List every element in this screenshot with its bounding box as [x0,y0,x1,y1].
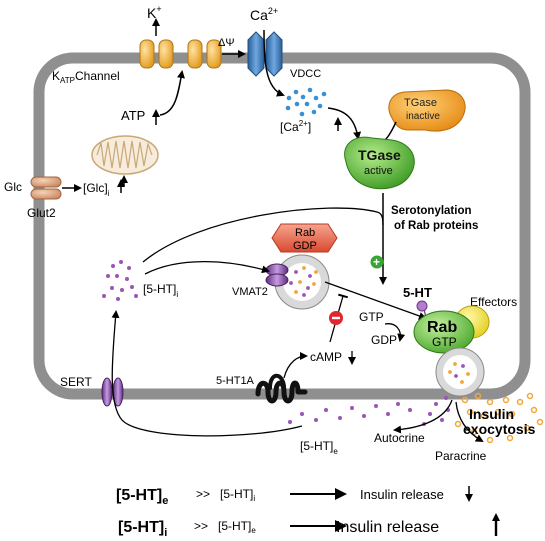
glucose-conc-label: [Glc]i [83,181,110,198]
summary-row1-op: >> [196,487,210,501]
summary-row1-result: Insulin release [360,487,444,502]
atp-to-katp-arrow [159,70,185,116]
insulin-exocytosis-label: Insulin exocytosis [463,406,536,437]
autocrine-label: Autocrine [374,431,425,445]
serotonin-intracellular-dots [102,260,138,301]
svg-text:Rab: Rab [295,227,315,239]
vesicle-to-rab-arrow [324,281,427,320]
receptor-to-camp-arrow [283,352,308,379]
svg-text:GTP: GTP [432,335,457,349]
sert-label: SERT [60,375,92,389]
paracrine-arrow [455,401,484,443]
svg-text:GDP: GDP [293,240,317,252]
autocrine-arrow [393,399,453,434]
summary-row2-result: Insulin release [336,519,439,536]
camp-label: cAMP [310,350,342,364]
sert-transporter [101,377,124,407]
rab-gdp: Rab GDP [271,223,338,253]
summary-row2-op: >> [194,519,208,533]
katp-channel-label: KATPChannel [52,69,120,85]
vmat2-label: VMAT2 [232,286,268,298]
five-ht1a-label: 5-HT1A [216,375,255,387]
k-ion-label: K+ [147,4,162,21]
vdcc-label: VDCC [290,68,321,80]
serotonylation-label: Serotonylation of Rab proteins [391,205,478,232]
gtp-gdp-exchange-arrow [384,323,406,342]
calcium-conc-label: [Ca2+] [280,119,311,134]
svg-text:TGase: TGase [358,147,401,163]
five-ht1a-receptor [255,373,308,404]
svg-text:inactive: inactive [406,111,440,122]
summary-row1-rhs: [5-HT]i [220,487,255,503]
serotonin-release-particles [288,396,450,426]
svg-text:TGase: TGase [404,97,437,109]
five-ht-label: 5-HT [403,285,432,300]
docked-vesicle [435,347,485,397]
gtp-label: GTP [359,310,384,324]
calcium-to-tgase-arrow [327,107,362,140]
summary-row2-lhs: [5-HT]i [118,519,167,539]
tgase-inactive: TGase inactive [388,89,466,132]
delta-psi-label: ΔΨ [218,37,235,49]
svg-text:Rab: Rab [427,319,457,336]
vdcc-channel [247,31,283,77]
serotonin-to-vmat2-arrow [144,260,270,275]
insulin-release-particles [454,392,544,444]
serotonin-to-tgase-arrow [142,207,384,263]
vmat2-transporter [265,263,289,287]
ca-influx-arrow [263,29,285,97]
secretory-vesicle-vmat2 [274,254,330,310]
vesicle-contents [289,266,318,297]
summary-row-1: [5-HT]e >> [5-HT]i Insulin release [116,486,473,507]
summary-row-2: [5-HT]i >> [5-HT]e Insulin release [118,513,500,539]
rab-gtp: Rab GTP [413,310,475,354]
serotonin-intracellular-label: [5-HT]i [143,282,178,299]
summary-row1-lhs: [5-HT]e [116,487,168,507]
paracrine-label: Paracrine [435,449,487,463]
plus-sign [370,255,384,269]
plus-sign-text: + [373,255,380,269]
glut2-label: Glut2 [27,206,56,220]
summary-row2-rhs: [5-HT]e [218,519,256,535]
glucose-label: Glc [4,180,22,194]
mitochondrion [91,135,159,175]
tgase-active: TGase active [344,136,415,190]
sert-uptake-path [111,310,303,437]
minus-sign-bar [332,316,340,320]
atp-label: ATP [121,108,145,123]
serotonin-extracellular-label: [5-HT]e [300,439,338,456]
calcium-cluster [285,87,327,117]
svg-text:active: active [364,165,393,177]
glut2-transporter [30,176,62,200]
serotonin-ball [416,300,428,312]
katp-channel [139,39,222,69]
gdp-label: GDP [371,333,397,347]
ca-ion-label: Ca2+ [250,6,278,23]
effectors-label: Effectors [470,295,517,309]
